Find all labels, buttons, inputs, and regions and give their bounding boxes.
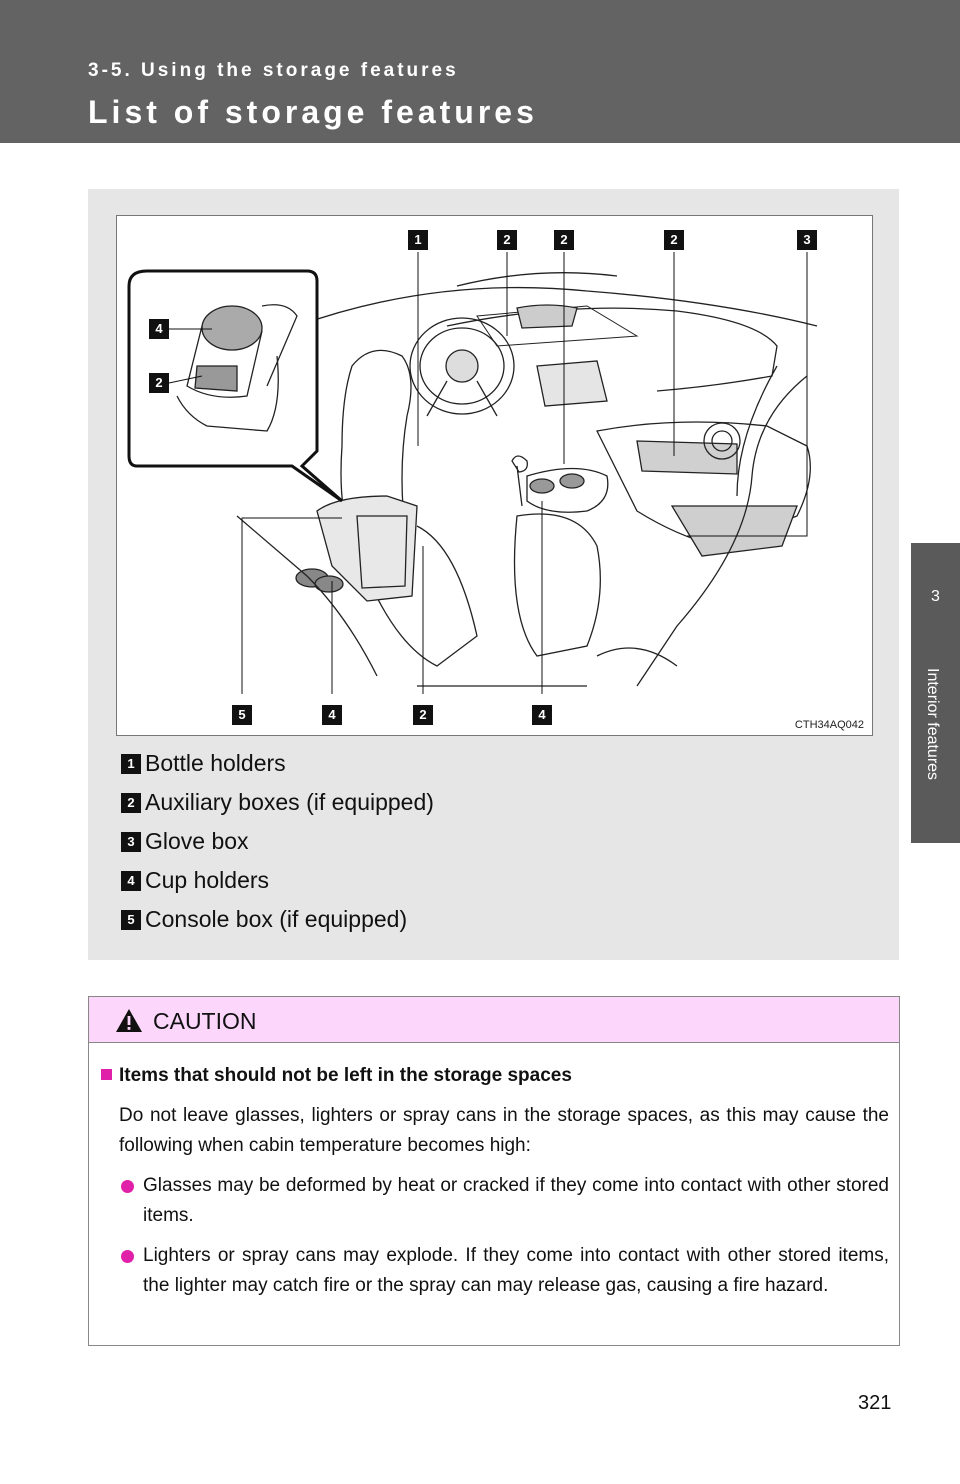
legend-text: Auxiliary boxes (if equipped) bbox=[145, 789, 434, 815]
legend-badge: 2 bbox=[121, 792, 141, 813]
callout-badge: 4 bbox=[149, 319, 169, 339]
caution-bullet-text: Glasses may be deformed by heat or crack… bbox=[143, 1175, 889, 1226]
caution-header: CAUTION bbox=[89, 997, 899, 1043]
callout-badge: 4 bbox=[532, 705, 552, 725]
circle-bullet-icon bbox=[121, 1180, 134, 1193]
caution-body: Items that should not be left in the sto… bbox=[99, 1061, 889, 1301]
legend-text: Bottle holders bbox=[145, 750, 286, 776]
chapter-side-tab: 3 Interior features bbox=[911, 143, 960, 1043]
side-tab-label-block bbox=[911, 633, 960, 843]
legend-badge: 3 bbox=[121, 831, 141, 852]
callout-badge: 2 bbox=[497, 230, 517, 250]
callout-badge: 2 bbox=[664, 230, 684, 250]
chapter-number: 3 bbox=[931, 588, 940, 605]
page-title: List of storage features bbox=[88, 94, 538, 130]
legend-item: 4 Cup holders bbox=[121, 861, 721, 900]
caution-title: CAUTION bbox=[153, 1008, 257, 1034]
figure-code: CTH34AQ042 bbox=[794, 719, 864, 731]
caution-paragraph: Do not leave glasses, lighters or spray … bbox=[119, 1105, 889, 1156]
legend-item: 3 Glove box bbox=[121, 822, 721, 861]
callout-badge: 5 bbox=[232, 705, 252, 725]
caution-heading-text: Items that should not be left in the sto… bbox=[119, 1065, 572, 1086]
caution-bullet: Glasses may be deformed by heat or crack… bbox=[99, 1171, 889, 1231]
legend-list: 1 Bottle holders 2 Auxiliary boxes (if e… bbox=[121, 744, 721, 939]
callout-badge: 4 bbox=[322, 705, 342, 725]
interior-drawing bbox=[127, 252, 818, 694]
caution-box: CAUTION Items that should not be left in… bbox=[88, 996, 900, 1346]
legend-item: 5 Console box (if equipped) bbox=[121, 900, 721, 939]
circle-bullet-icon bbox=[121, 1250, 134, 1263]
caution-heading: Items that should not be left in the sto… bbox=[99, 1061, 889, 1091]
legend-badge: 4 bbox=[121, 870, 141, 891]
page-number: 321 bbox=[858, 1392, 892, 1414]
legend-item: 2 Auxiliary boxes (if equipped) bbox=[121, 783, 721, 822]
caution-bullet-text: Lighters or spray cans may explode. If t… bbox=[143, 1245, 889, 1296]
section-title: 3-5. Using the storage features bbox=[88, 60, 459, 81]
callout-badge: 2 bbox=[554, 230, 574, 250]
legend-text: Glove box bbox=[145, 828, 249, 854]
callout-badge: 2 bbox=[149, 373, 169, 393]
caution-bullet: Lighters or spray cans may explode. If t… bbox=[99, 1241, 889, 1301]
warning-triangle-icon bbox=[115, 1008, 143, 1038]
callout-badge: 1 bbox=[408, 230, 428, 250]
interior-illustration: 1 2 2 2 3 5 4 2 4 4 2 CTH34AQ042 bbox=[116, 215, 873, 736]
legend-text: Cup holders bbox=[145, 867, 270, 893]
callout-badge: 3 bbox=[797, 230, 817, 250]
legend-item: 1 Bottle holders bbox=[121, 744, 721, 783]
square-bullet-icon bbox=[101, 1069, 112, 1080]
chapter-header: 3-5. Using the storage features List of … bbox=[0, 0, 960, 143]
legend-text: Console box (if equipped) bbox=[145, 906, 408, 932]
legend-badge: 1 bbox=[121, 753, 141, 774]
chapter-label: Interior features bbox=[924, 668, 941, 781]
legend-badge: 5 bbox=[121, 909, 141, 930]
callout-badge: 2 bbox=[413, 705, 433, 725]
